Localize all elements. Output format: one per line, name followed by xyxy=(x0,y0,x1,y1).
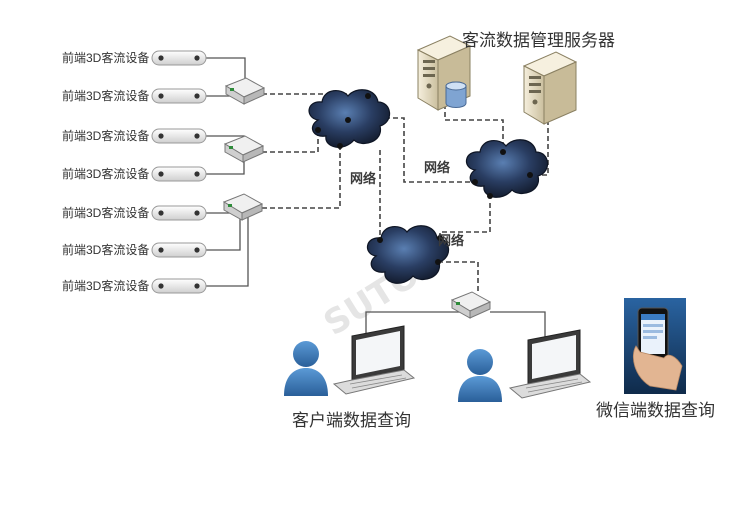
database-icon xyxy=(445,81,467,108)
device-label: 前端3D客流设备 xyxy=(62,166,149,181)
lens-icon xyxy=(194,171,200,177)
phone-in-hand-icon xyxy=(624,298,686,394)
device-2: 前端3D客流设备 xyxy=(62,88,207,104)
link-switch3-cloud1 xyxy=(262,147,341,209)
cloud-1-icon xyxy=(308,89,391,149)
device-3: 前端3D客流设备 xyxy=(62,128,207,144)
device-label: 前端3D客流设备 xyxy=(62,128,149,143)
lens-icon xyxy=(158,133,164,139)
cloud-2-icon xyxy=(466,139,549,199)
user-1-icon xyxy=(284,341,328,396)
device-4: 前端3D客流设备 xyxy=(62,166,207,182)
lens-icon xyxy=(194,283,200,289)
lens-icon xyxy=(194,133,200,139)
lens-icon xyxy=(194,93,200,99)
laptop-2-icon xyxy=(508,329,592,399)
lens-icon xyxy=(194,210,200,216)
lens-icon xyxy=(158,283,164,289)
lens-icon xyxy=(158,210,164,216)
device-5: 前端3D客流设备 xyxy=(62,205,207,221)
client-caption: 客户端数据查询 xyxy=(292,411,411,430)
device-column: 前端3D客流设备 前端3D客流设备 前端3D客流设备 前端3D客流设备 前端3D… xyxy=(62,50,207,294)
server-2-icon xyxy=(522,51,578,125)
switch-2-icon xyxy=(223,135,265,163)
lens-icon xyxy=(158,247,164,253)
link-server1-cloud2 xyxy=(444,104,504,152)
switch-4-icon xyxy=(450,291,492,319)
device-1: 前端3D客流设备 xyxy=(62,50,207,66)
device-7: 前端3D客流设备 xyxy=(62,278,207,294)
lens-icon xyxy=(158,93,164,99)
switch-3-icon xyxy=(222,193,264,221)
link-device-6 xyxy=(204,215,241,251)
device-body xyxy=(151,50,207,66)
wechat-caption: 微信端数据查询 xyxy=(596,401,715,420)
link-device-1 xyxy=(204,57,246,78)
server-title: 客流数据管理服务器 xyxy=(462,31,615,50)
network-links xyxy=(262,93,549,292)
lens-icon xyxy=(194,247,200,253)
switch-1-icon xyxy=(224,77,266,105)
user-2-icon xyxy=(458,349,502,402)
network-label: 网络 xyxy=(438,233,464,248)
lens-icon xyxy=(194,55,200,61)
device-body xyxy=(151,128,207,144)
device-label: 前端3D客流设备 xyxy=(62,205,149,220)
network-label: 网络 xyxy=(350,171,376,186)
link-device-7 xyxy=(204,215,249,287)
device-body xyxy=(151,166,207,182)
device-body xyxy=(151,278,207,294)
device-label: 前端3D客流设备 xyxy=(62,278,149,293)
device-body xyxy=(151,242,207,258)
network-label: 网络 xyxy=(424,160,450,175)
link-switch2-cloud1 xyxy=(262,130,319,153)
link-cloud3-switch4 xyxy=(438,261,479,292)
cloud-3-icon xyxy=(367,225,450,284)
link-switch4-laptop2 xyxy=(490,311,546,345)
device-label: 前端3D客流设备 xyxy=(62,50,149,65)
device-body xyxy=(151,205,207,221)
laptop-1-icon xyxy=(332,325,416,395)
device-body xyxy=(151,88,207,104)
device-label: 前端3D客流设备 xyxy=(62,242,149,257)
lens-icon xyxy=(158,171,164,177)
link-cloud1-cloud2 xyxy=(385,117,475,183)
lens-icon xyxy=(158,55,164,61)
device-6: 前端3D客流设备 xyxy=(62,242,207,258)
device-label: 前端3D客流设备 xyxy=(62,88,149,103)
